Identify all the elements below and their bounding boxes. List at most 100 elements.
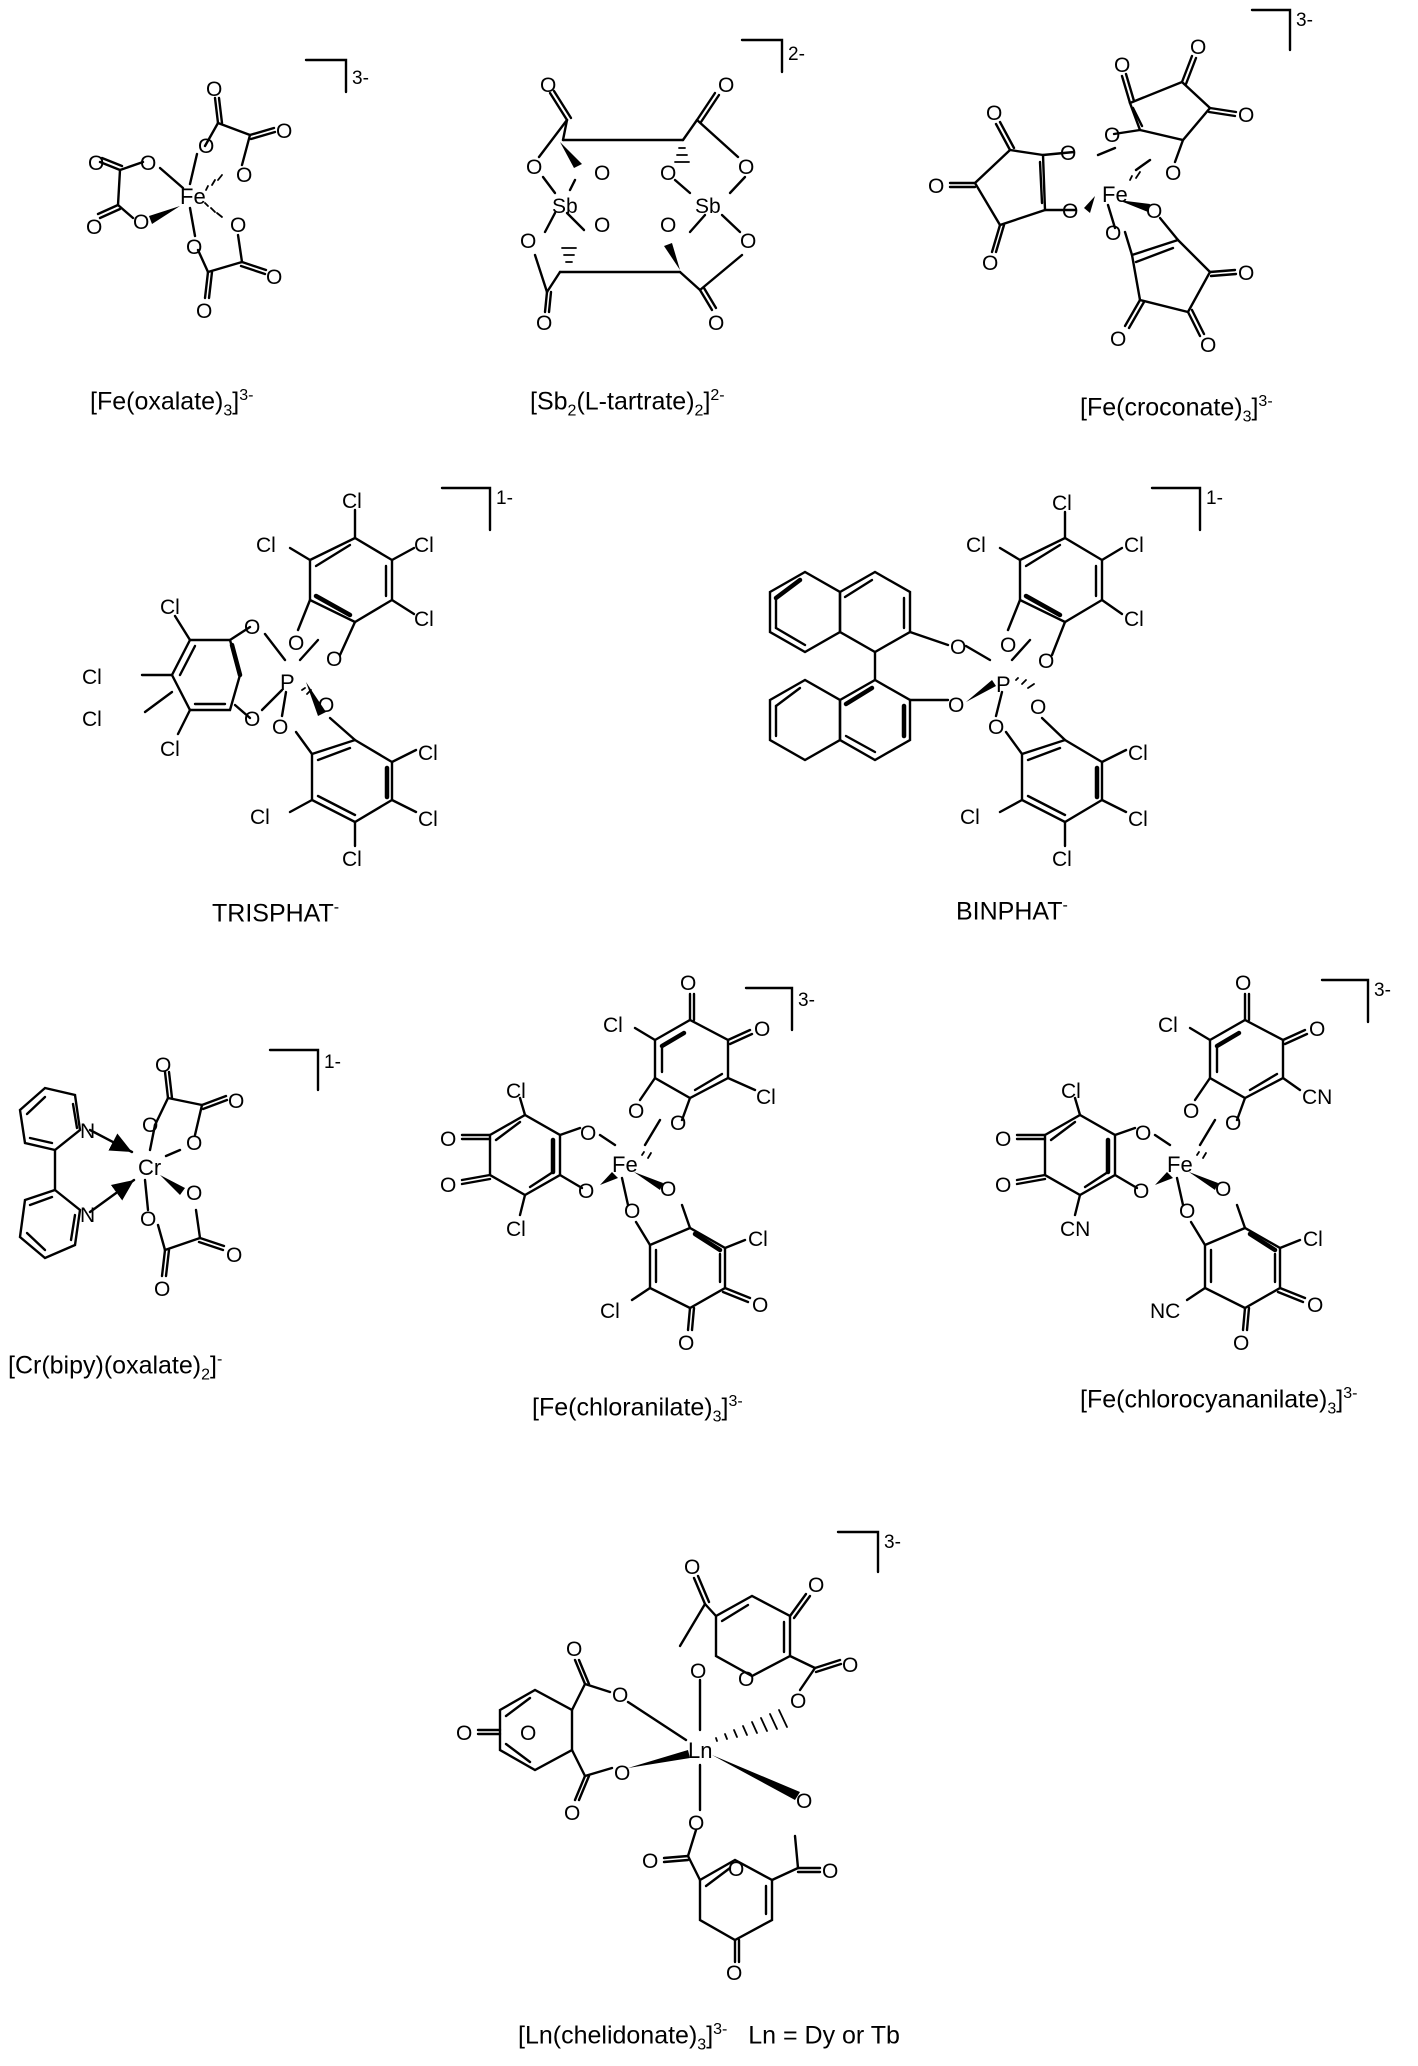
svg-text:Cl: Cl <box>748 1228 768 1251</box>
svg-text:Cl: Cl <box>1128 742 1148 765</box>
caption-trisphat: TRISPHAT- <box>212 899 340 928</box>
svg-text:Cl: Cl <box>1124 534 1144 557</box>
svg-text:Cr: Cr <box>138 1155 161 1180</box>
svg-text:O: O <box>244 708 260 731</box>
svg-text:O: O <box>1307 1294 1323 1317</box>
svg-text:Cl: Cl <box>1303 1228 1323 1251</box>
charge-bracket <box>440 486 492 532</box>
structure-cr-bipy-oxalate: 1- N N Cr O O O O O O O O <box>18 1048 341 1301</box>
svg-text:Cl: Cl <box>756 1086 776 1109</box>
charge-label: 1- <box>324 1052 341 1073</box>
svg-text:Fe: Fe <box>1102 182 1128 207</box>
svg-text:O: O <box>1000 634 1016 657</box>
svg-text:O: O <box>1038 650 1054 673</box>
svg-text:Cl: Cl <box>414 608 434 631</box>
svg-text:Cl: Cl <box>342 848 362 871</box>
structure-fe-chlorocyananilate: 3- Cl O O CN O O Cl O O CN <box>995 972 1391 1355</box>
svg-text:O: O <box>754 1018 770 1041</box>
svg-text:O: O <box>226 1244 242 1267</box>
svg-text:O: O <box>642 1850 658 1873</box>
svg-text:O: O <box>928 175 944 198</box>
atom-labels: O O O O O O Sb Sb O O O O O O <box>520 74 756 335</box>
svg-text:O: O <box>142 1114 158 1137</box>
svg-text:N: N <box>80 1120 95 1143</box>
svg-text:Cl: Cl <box>256 534 276 557</box>
svg-text:O: O <box>1238 104 1254 127</box>
svg-text:O: O <box>738 156 754 179</box>
svg-text:O: O <box>796 1790 812 1813</box>
charge-bracket <box>268 1048 320 1092</box>
svg-text:O: O <box>670 1112 686 1135</box>
svg-text:Cl: Cl <box>82 708 102 731</box>
svg-text:O: O <box>684 1556 700 1579</box>
structure-sb-tartrate: 2- O O O O O O Sb Sb O O O O <box>520 38 805 335</box>
svg-text:Cl: Cl <box>250 806 270 829</box>
svg-text:O: O <box>624 1200 640 1223</box>
svg-text:O: O <box>1104 124 1120 147</box>
structure-fe-oxalate: 3- Fe O O O O O O O O O O O O <box>86 58 369 323</box>
svg-text:O: O <box>628 1100 644 1123</box>
atom-labels: N N Cr O O O O O O O O <box>80 1054 244 1301</box>
svg-text:O: O <box>1183 1100 1199 1123</box>
svg-text:O: O <box>1110 328 1126 351</box>
svg-text:O: O <box>594 162 610 185</box>
charge-label: 3- <box>798 990 815 1011</box>
caption-fe-oxalate: [Fe(oxalate)3]3- <box>90 387 254 420</box>
svg-text:O: O <box>738 1668 754 1691</box>
atom-labels: Fe O O O O O O O O O O O O <box>86 78 292 323</box>
svg-text:Cl: Cl <box>160 738 180 761</box>
svg-text:P: P <box>996 672 1011 697</box>
caption-fe-chloranilate: [Fe(chloranilate)3]3- <box>532 1393 743 1426</box>
svg-text:O: O <box>88 152 104 175</box>
atom-labels: O O O O O Fe O O O O O O O O O O <box>928 36 1254 357</box>
structure-fe-croconate: 3- O O O O O Fe O O O O O O O O O <box>928 8 1313 357</box>
svg-text:O: O <box>1146 200 1162 223</box>
svg-text:Cl: Cl <box>418 742 438 765</box>
svg-text:Cl: Cl <box>960 806 980 829</box>
svg-text:Cl: Cl <box>414 534 434 557</box>
svg-text:O: O <box>520 1722 536 1745</box>
svg-text:Cl: Cl <box>160 596 180 619</box>
caption-fe-croconate: [Fe(croconate)3]3- <box>1080 393 1273 426</box>
svg-text:O: O <box>536 312 552 335</box>
svg-text:O: O <box>1114 54 1130 77</box>
svg-text:O: O <box>995 1128 1011 1151</box>
svg-text:Sb: Sb <box>695 195 721 218</box>
caption-sb-tartrate: [Sb2(L-tartrate)2]2- <box>530 387 725 420</box>
svg-text:Cl: Cl <box>1124 608 1144 631</box>
svg-text:Fe: Fe <box>1167 1152 1193 1177</box>
structure-fe-chloranilate: 3- Cl O O Cl O O Cl O O Cl <box>440 972 815 1355</box>
svg-text:Sb: Sb <box>552 195 578 218</box>
svg-text:O: O <box>752 1294 768 1317</box>
svg-text:O: O <box>196 300 212 323</box>
charge-bracket <box>1150 486 1202 532</box>
svg-text:O: O <box>1200 334 1216 357</box>
svg-text:O: O <box>236 164 252 187</box>
svg-text:O: O <box>1190 36 1206 59</box>
svg-text:O: O <box>228 1090 244 1113</box>
svg-text:Cl: Cl <box>1158 1014 1178 1037</box>
svg-text:O: O <box>155 1054 171 1077</box>
svg-text:O: O <box>1062 200 1078 223</box>
svg-text:Cl: Cl <box>1128 808 1148 831</box>
svg-text:O: O <box>708 312 724 335</box>
svg-text:Cl: Cl <box>1052 492 1072 515</box>
svg-text:O: O <box>1225 1112 1241 1135</box>
charge-bracket <box>836 1530 880 1574</box>
svg-text:O: O <box>1238 262 1254 285</box>
svg-text:O: O <box>520 230 536 253</box>
svg-text:O: O <box>133 211 149 234</box>
structure-trisphat: 1- Cl Cl Cl Cl O O Cl Cl Cl C <box>82 486 513 871</box>
svg-text:O: O <box>612 1684 628 1707</box>
svg-text:O: O <box>995 1174 1011 1197</box>
svg-text:O: O <box>440 1128 456 1151</box>
svg-text:O: O <box>154 1278 170 1301</box>
charge-bracket <box>304 58 348 94</box>
svg-text:O: O <box>540 74 556 97</box>
svg-text:O: O <box>982 252 998 275</box>
svg-text:CN: CN <box>1302 1086 1332 1109</box>
svg-text:Cl: Cl <box>1061 1080 1081 1103</box>
charge-label: 1- <box>1206 488 1223 509</box>
svg-text:O: O <box>822 1860 838 1883</box>
